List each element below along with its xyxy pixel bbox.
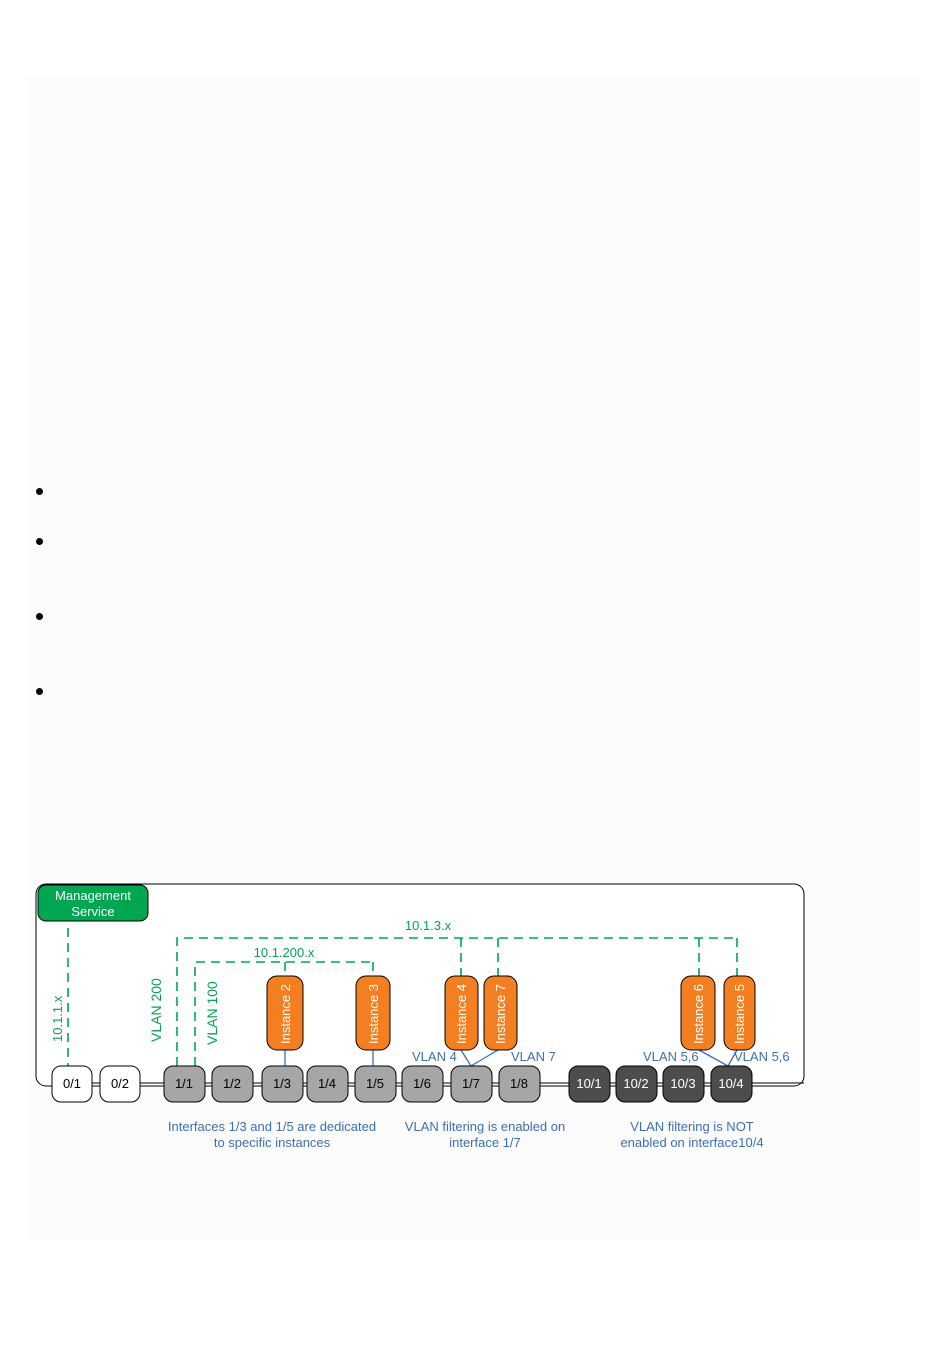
instance-6-label: Instance 6 — [691, 984, 706, 1044]
vlan200-path — [176, 937, 737, 1066]
vlan7-label: VLAN 7 — [511, 1049, 556, 1064]
port-1-6-box — [401, 1065, 444, 1103]
port-10-4[interactable]: 10/4 — [710, 1065, 753, 1103]
vlan200-label: VLAN 200 — [148, 978, 164, 1042]
port-10-3[interactable]: 10/3 — [662, 1065, 705, 1103]
i5-to-p10-4 — [727, 1049, 738, 1067]
instance-7-label: Instance 7 — [493, 984, 508, 1044]
vlan200-subnet-label: 10.1.3.x — [405, 918, 452, 933]
instance-4-box — [444, 975, 479, 1051]
port-0-1[interactable]: 0/1 — [51, 1065, 93, 1103]
instance-2-box — [266, 975, 304, 1051]
instance-4-label: Instance 4 — [454, 984, 469, 1044]
port-1-2-label: 1/2 — [223, 1076, 241, 1091]
instance-7-box — [483, 975, 518, 1051]
port-10-2-box — [615, 1065, 658, 1103]
caption-dedicated-line2: to specific instances — [214, 1135, 331, 1150]
vlan4-label: VLAN 4 — [412, 1049, 457, 1064]
port-10-1-label: 10/1 — [576, 1076, 601, 1091]
port-10-4-box — [710, 1065, 753, 1103]
management-service-line2: Service — [71, 904, 114, 919]
blue-vlan-lines — [284, 1049, 738, 1067]
bullet-2 — [36, 538, 43, 545]
port-1-6-label: 1/6 — [413, 1076, 431, 1091]
port-1-3[interactable]: 1/3 — [261, 1065, 304, 1103]
instance-5-label: Instance 5 — [732, 984, 747, 1044]
bullet-3 — [36, 613, 43, 620]
port-0-2-label: 0/2 — [111, 1076, 129, 1091]
green-vlan-lines — [67, 928, 738, 1066]
management-service[interactable]: Management Service — [37, 884, 149, 922]
port-1-1-label: 1/1 — [175, 1076, 193, 1091]
port-1-3-box — [261, 1065, 304, 1103]
port-1-2[interactable]: 1/2 — [211, 1065, 254, 1103]
mgmt-subnet-label: 10.1.1.x — [50, 995, 65, 1042]
port-1-5-box — [354, 1065, 397, 1103]
instance-7[interactable]: Instance 7 — [483, 975, 518, 1051]
port-1-6[interactable]: 1/6 — [401, 1065, 444, 1103]
instance-3-box — [355, 975, 391, 1051]
instance-2-label: Instance 2 — [278, 984, 293, 1044]
bullet-4 — [36, 688, 43, 695]
port-10-1-box — [568, 1065, 611, 1103]
port-10-1[interactable]: 10/1 — [568, 1065, 611, 1103]
port-1-1-box — [163, 1065, 206, 1103]
port-1-8[interactable]: 1/8 — [498, 1065, 541, 1103]
port-1-2-box — [211, 1065, 254, 1103]
instance-4[interactable]: Instance 4 — [444, 975, 479, 1051]
instance-6[interactable]: Instance 6 — [680, 975, 716, 1051]
instance-5[interactable]: Instance 5 — [723, 975, 756, 1051]
port-1-1[interactable]: 1/1 — [163, 1065, 206, 1103]
vlan56-left-label: VLAN 5,6 — [643, 1049, 699, 1064]
port-1-8-box — [498, 1065, 541, 1103]
port-10-2[interactable]: 10/2 — [615, 1065, 658, 1103]
vlan100-path — [194, 961, 373, 1066]
instance-2[interactable]: Instance 2 — [266, 975, 304, 1051]
i7-to-p1-7 — [470, 1049, 499, 1067]
caption-filter-on-line1: VLAN filtering is enabled on — [405, 1119, 565, 1134]
caption-filter-on-line2: interface 1/7 — [449, 1135, 521, 1150]
port-1-5-label: 1/5 — [366, 1076, 384, 1091]
instance-5-box — [723, 975, 756, 1051]
caption-filter-off-line1: VLAN filtering is NOT — [630, 1119, 754, 1134]
vlan100-subnet-label: 10.1.200.x — [254, 945, 315, 960]
port-10-4-label: 10/4 — [718, 1076, 743, 1091]
management-service-line1: Management — [55, 888, 131, 903]
port-10-2-label: 10/2 — [623, 1076, 648, 1091]
vlan56-right-label: VLAN 5,6 — [734, 1049, 790, 1064]
port-1-7[interactable]: 1/7 — [450, 1065, 493, 1103]
port-1-3-label: 1/3 — [273, 1076, 291, 1091]
port-0-2[interactable]: 0/2 — [99, 1065, 141, 1103]
port-0-1-label: 0/1 — [63, 1076, 81, 1091]
vlan100-label: VLAN 100 — [204, 981, 220, 1045]
port-1-5[interactable]: 1/5 — [354, 1065, 397, 1103]
port-10-3-box — [662, 1065, 705, 1103]
instance-3-label: Instance 3 — [366, 984, 381, 1044]
caption-dedicated-line1: Interfaces 1/3 and 1/5 are dedicated — [168, 1119, 376, 1134]
caption-filter-off-line2: enabled on interface10/4 — [620, 1135, 763, 1150]
bullet-1 — [36, 488, 43, 495]
i4-to-p1-7 — [460, 1049, 472, 1067]
port-1-4[interactable]: 1/4 — [306, 1065, 349, 1103]
i6-to-p10-4 — [698, 1049, 729, 1067]
port-0-2-box — [99, 1065, 141, 1103]
instance-3[interactable]: Instance 3 — [355, 975, 391, 1051]
port-1-7-box — [450, 1065, 493, 1103]
port-0-1-box — [51, 1065, 93, 1103]
port-1-7-label: 1/7 — [462, 1076, 480, 1091]
port-1-8-label: 1/8 — [510, 1076, 528, 1091]
port-10-3-label: 10/3 — [670, 1076, 695, 1091]
port-1-4-label: 1/4 — [318, 1076, 336, 1091]
port-1-4-box — [306, 1065, 349, 1103]
management-service-box — [37, 884, 149, 922]
instance-6-box — [680, 975, 716, 1051]
